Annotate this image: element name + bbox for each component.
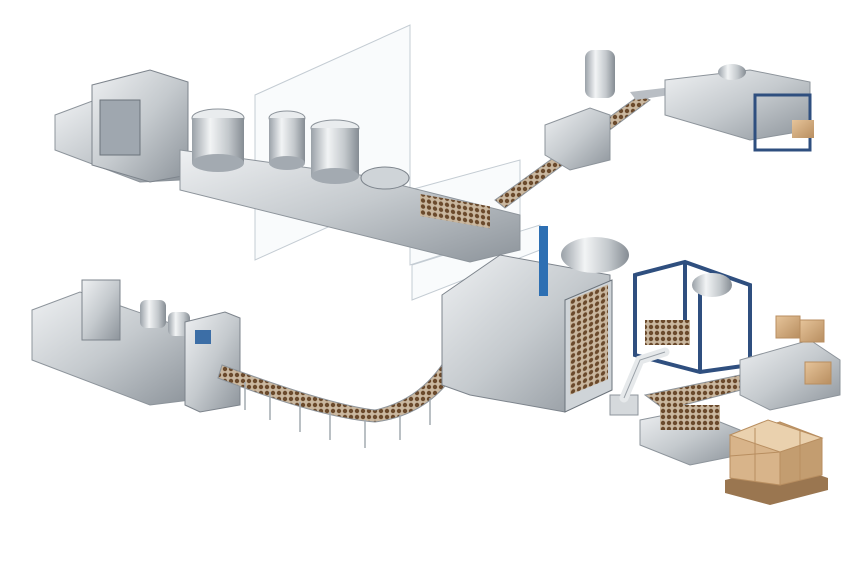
jar-tray [420,194,490,229]
capper-jars [645,320,690,345]
cardboard-box [775,315,801,339]
mixing-tank-bottom [192,154,244,172]
top-left-processing-machines [54,69,521,263]
holding-tank-bottom [311,168,359,184]
cabinet-window [99,99,141,156]
labeler-machine [544,107,611,171]
jar-rack [570,284,608,395]
steam-tank [561,237,629,273]
cooking-tank [269,118,305,163]
pallet-of-boxes [725,419,828,505]
cardboard-box [792,120,814,138]
blue-vent-pipe [539,226,548,296]
bottom-left-filling-machines [31,279,241,413]
top-right-packaging-machines [544,50,814,171]
cooking-tank-bottom [269,156,305,170]
jar-case [660,405,720,430]
box-stack-top [728,419,824,453]
filling-tank [140,300,166,328]
robot-arm [609,347,670,416]
conveyor-legs [244,382,431,448]
capping-drum [692,273,732,297]
cardboard-box [804,361,832,385]
rotary-filler [360,166,410,190]
touch-screen [195,330,211,344]
stacked-boxes [775,315,832,385]
packing-line-tank [718,64,746,80]
control-station [184,311,241,413]
packing-line-body [664,69,811,141]
long-process-table [179,149,521,263]
retort-autoclave [441,226,629,413]
cardboard-box [799,319,825,343]
curved-jar-conveyor [217,359,459,423]
control-cabinet [81,279,121,341]
upright-tank [585,50,615,98]
